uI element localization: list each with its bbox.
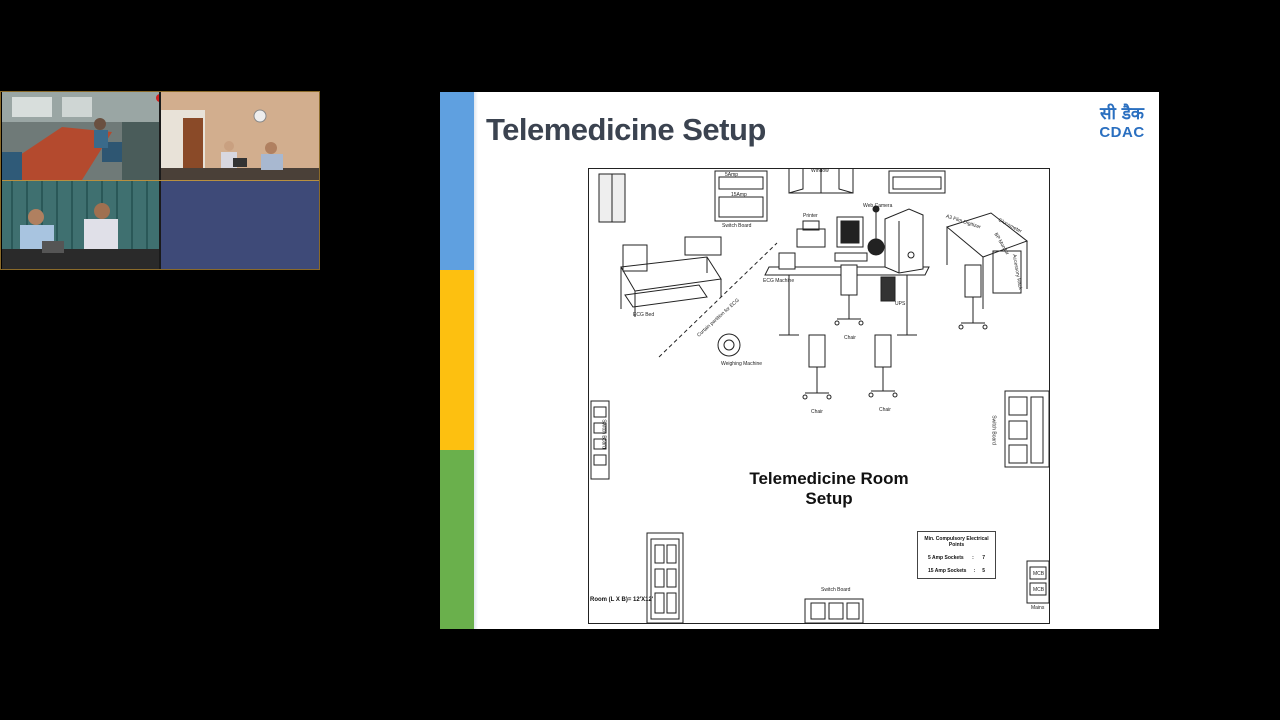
cpu-icon [884, 208, 924, 274]
video-tile-room-3[interactable] [2, 181, 159, 269]
monitor-icon [834, 216, 868, 262]
stripe-shadow [474, 92, 478, 629]
tile-divider [2, 180, 319, 181]
logo-hindi-text: सी डैक [1100, 104, 1144, 124]
video-feed-room-3 [2, 181, 159, 269]
electrical-row-sep: : [973, 568, 976, 574]
chair-label-3: Chair [879, 407, 891, 413]
switch-board-left-label: Switch Board [600, 419, 607, 449]
door-icon [646, 532, 684, 624]
ecg-bed-icon [620, 236, 722, 317]
logo-english-text: CDAC [1099, 124, 1145, 141]
mcb-box-icon [1026, 560, 1050, 604]
ecg-machine-icon [778, 252, 796, 270]
ups-label: UPS [895, 301, 906, 307]
video-tile-room-2[interactable] [161, 92, 319, 180]
electrical-row-sep: : [972, 555, 974, 561]
web-camera-label: Web Camera [863, 203, 893, 209]
curtain-line [658, 242, 778, 358]
printer-label: Printer [803, 213, 818, 219]
electrical-row-value: 5 [982, 568, 985, 574]
video-feed-room-2 [161, 92, 319, 180]
chair-icon-3 [868, 334, 898, 398]
electrical-row: 15 Amp Sockets : 5 [918, 568, 995, 574]
electrical-row-label: 15 Amp Sockets [928, 568, 967, 574]
ecg-machine-label: ECG Machine [763, 278, 795, 284]
chair-icon-1 [834, 264, 864, 326]
switch-board-right-label: Switch Board [990, 415, 997, 445]
accent-stripe-yellow [440, 270, 474, 450]
web-camera-icon [867, 205, 885, 256]
window-label: Window [811, 168, 829, 174]
amp15-label: 15Amp [731, 192, 747, 198]
room-floor-plan: Window 5Amp 15Amp Switch Board Printer W… [588, 168, 1050, 624]
video-tile-room-1[interactable] [2, 92, 159, 180]
ecg-bed-label: ECG Bed [633, 312, 655, 318]
room-dimension-label: Room (L X B)= 12'X12' [590, 597, 654, 603]
chair-icon-4 [958, 264, 988, 330]
accessory-table-icon [945, 212, 1029, 309]
switch-board-label: Switch Board [722, 223, 752, 229]
desk-icon [764, 266, 930, 336]
mcb-label-2: MCB [1033, 587, 1045, 593]
mains-label: Mains [1031, 605, 1045, 611]
weighing-machine-icon [717, 333, 741, 357]
accent-stripe-green [440, 450, 474, 629]
electrical-points-header: Min. Compulsory Electrical Points [924, 536, 989, 548]
room-setup-title: Telemedicine Room Setup [749, 469, 909, 508]
electrical-row-value: 7 [982, 555, 985, 561]
presentation-slide[interactable]: Telemedicine Setup सी डैक CDAC [440, 92, 1159, 629]
chair-icon-2 [802, 334, 832, 400]
window-icon [788, 169, 854, 194]
cdac-logo: सी डैक CDAC [1096, 104, 1148, 146]
amp5-label: 5Amp [725, 172, 739, 178]
electrical-row: 5 Amp Sockets : 7 [918, 555, 995, 561]
chair-label-2: Chair [811, 409, 823, 415]
switch-board-left-icon [590, 400, 610, 480]
floor-plan-drawing [590, 169, 1050, 624]
chair-label-1: Chair [844, 335, 856, 341]
ups-icon [880, 276, 896, 302]
switch-board-top-right-icon [888, 170, 946, 194]
weighing-label: Weighing Machine [721, 361, 763, 367]
video-feed-room-1 [2, 92, 159, 180]
electrical-row-label: 5 Amp Sockets [928, 555, 964, 561]
cupboard-icon [598, 173, 626, 223]
slide-title: Telemedicine Setup [486, 112, 766, 147]
switch-board-top-icon [714, 170, 768, 222]
mcb-label-1: MCB [1033, 571, 1045, 577]
accent-stripe-blue [440, 92, 474, 270]
switch-board-bottom-label: Switch Board [821, 587, 851, 593]
electrical-points-box: Min. Compulsory Electrical Points 5 Amp … [917, 531, 996, 579]
switch-board-right-icon [1004, 390, 1050, 468]
printer-icon [796, 220, 826, 248]
video-tile-room-4[interactable] [161, 181, 319, 269]
switch-board-bottom-icon [804, 598, 864, 624]
